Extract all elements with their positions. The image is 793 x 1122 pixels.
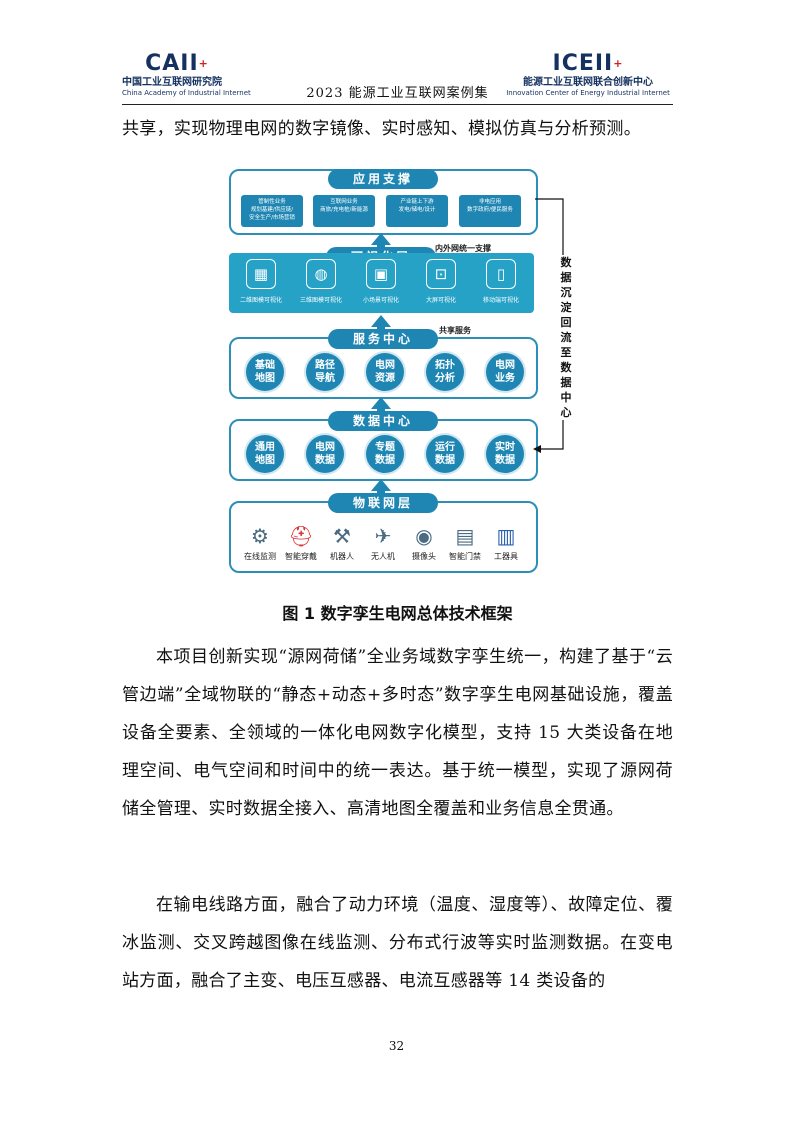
caii-brand: CAII — [145, 51, 199, 76]
vis-2d: ▦二维图模可视化 — [233, 259, 289, 304]
toolbox-icon: ▥ — [496, 524, 516, 548]
up-arrow-icon — [371, 397, 391, 415]
robot-icon: ⚒ — [333, 524, 351, 548]
vis-3d: ◍三维图模可视化 — [293, 259, 349, 304]
iceii-brand: ICEII — [552, 51, 614, 76]
iceii-logo: ICEII+ 能源工业互联网联合创新中心 Innovation Center o… — [503, 52, 673, 98]
monitor-device-icon: ⚙ — [251, 524, 269, 548]
vis-bigscreen: ⊡大屏可视化 — [413, 259, 469, 304]
caii-org-cn: 中国工业互联网研究院 — [122, 77, 222, 88]
service-basic-map: 基础地图 — [246, 353, 284, 391]
vis-note: 内外网统一支撑 — [435, 244, 491, 253]
device-wearable: ⛑智能穿戴 — [282, 521, 320, 562]
figure-caption: 图 1 数字孪生电网总体技术框架 — [282, 604, 513, 623]
data-realtime: 实时数据 — [486, 435, 524, 473]
iot-layer: 物联网层 ⚙在线监测 ⛑智能穿戴 ⚒机器人 ✈无人机 ◉摄像头 ▤智能门禁 ▥工… — [229, 493, 538, 573]
data-grid: 电网数据 — [306, 435, 344, 473]
bigscreen-icon: ⊡ — [426, 259, 456, 289]
iceii-org-en: Innovation Center of Energy Industrial I… — [506, 89, 670, 97]
service-topology: 拓扑分析 — [426, 353, 464, 391]
app-support-layer: 应用支撑 管制性业务规划基建/供应链/安全生产/市场营销 互联网业务商旅/充电桩… — [229, 169, 538, 235]
device-tools: ▥工器具 — [487, 521, 525, 562]
paragraph-1: 本项目创新实现“源网荷储”全业务域数字孪生统一，构建了基于“云管边端”全域物联的… — [122, 647, 673, 819]
mobile-icon: ▯ — [486, 259, 516, 289]
caii-org-en: China Academy of Industrial Internet — [122, 89, 251, 97]
page-header: CAII+ 中国工业互联网研究院 China Academy of Indust… — [122, 52, 673, 105]
app-box-non-electric: 非电应用数字政府/便民服务 — [459, 195, 521, 227]
data-thematic: 专题数据 — [366, 435, 404, 473]
device-camera: ◉摄像头 — [405, 521, 443, 562]
device-online-monitoring: ⚙在线监测 — [241, 521, 279, 562]
data-operation: 运行数据 — [426, 435, 464, 473]
service-grid-resources: 电网资源 — [366, 353, 404, 391]
iot-layer-title: 物联网层 — [328, 493, 438, 513]
device-access-control: ▤智能门禁 — [446, 521, 484, 562]
up-arrow-icon — [371, 479, 391, 497]
app-layer-title: 应用支撑 — [328, 169, 438, 189]
visualization-layer: ▦二维图模可视化 ◍三维图模可视化 ▣小场景可视化 ⊡大屏可视化 ▯移动端可视化 — [229, 253, 534, 313]
service-center-layer: 服务中心 基础地图 路径导航 电网资源 拓扑分析 电网业务 — [229, 329, 538, 399]
camera-icon: ◉ — [415, 524, 433, 548]
feedback-label: 数据沉淀回流至数据中心 — [559, 255, 573, 420]
caii-logo: CAII+ 中国工业互联网研究院 China Academy of Indust… — [122, 52, 272, 98]
header-title: 2023 能源工业互联网案例集 — [306, 86, 489, 101]
device-robot: ⚒机器人 — [323, 521, 361, 562]
paragraph-2: 在输电线路方面，融合了动力环境（温度、湿度等）、故障定位、覆冰监测、交叉跨越图像… — [122, 895, 673, 991]
door-lock-icon: ▤ — [455, 524, 475, 548]
device-drone: ✈无人机 — [364, 521, 402, 562]
vis-scene: ▣小场景可视化 — [353, 259, 409, 304]
globe-icon: ◍ — [306, 259, 336, 289]
app-box-internet: 互联网业务商旅/充电桩/新能源 — [313, 195, 375, 227]
up-arrow-icon — [371, 315, 391, 333]
data-center-layer: 数据中心 通用地图 电网数据 专题数据 运行数据 实时数据 — [229, 411, 538, 481]
framework-diagram: 应用支撑 管制性业务规划基建/供应链/安全生产/市场营销 互联网业务商旅/充电桩… — [229, 165, 579, 585]
service-layer-title: 服务中心 — [328, 329, 438, 349]
app-box-industry-chain: 产业链上下游发电/储电/设计 — [386, 195, 448, 227]
iceii-org-cn: 能源工业互联网联合创新中心 — [523, 77, 653, 88]
paragraph-top: 共享，实现物理电网的数字镜像、实时感知、模拟仿真与分析预测。 — [122, 119, 641, 139]
drone-icon: ✈ — [374, 524, 392, 548]
vis-mobile: ▯移动端可视化 — [473, 259, 529, 304]
up-arrow-icon — [371, 233, 391, 251]
scene-icon: ▣ — [366, 259, 396, 289]
app-box-regulated: 管制性业务规划基建/供应链/安全生产/市场营销 — [241, 195, 303, 227]
data-general-map: 通用地图 — [246, 435, 284, 473]
helmet-icon: ⛑ — [288, 524, 314, 548]
service-note: 共享服务 — [439, 326, 471, 335]
service-navigation: 路径导航 — [306, 353, 344, 391]
page-number: 32 — [388, 1039, 405, 1053]
data-layer-title: 数据中心 — [328, 411, 438, 431]
chart-icon: ▦ — [246, 259, 276, 289]
service-grid-business: 电网业务 — [486, 353, 524, 391]
